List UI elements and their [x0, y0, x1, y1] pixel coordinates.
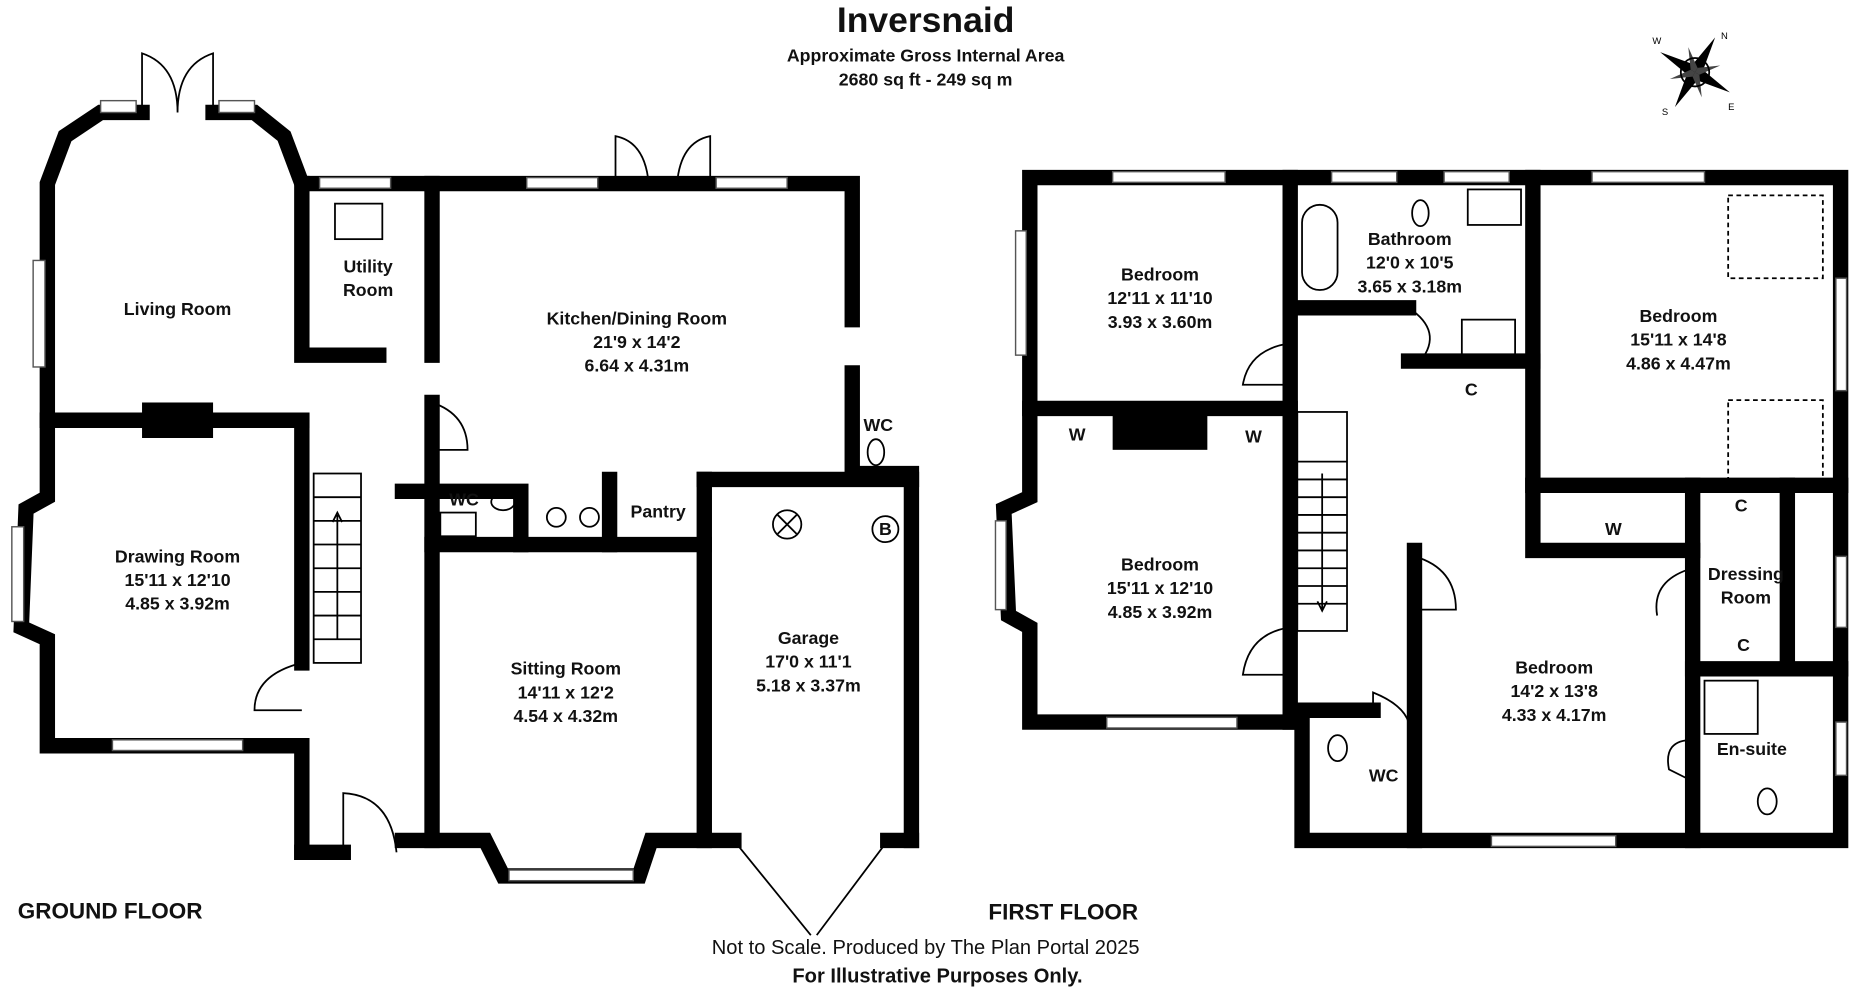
drawing-room-label: Drawing Room [115, 546, 240, 566]
bathroom-imperial: 12'0 x 10'5 [1366, 253, 1454, 273]
bedroom-4-label: Bedroom [1515, 658, 1593, 678]
living-room-label: Living Room [124, 299, 231, 319]
compass-w: W [1652, 36, 1661, 47]
bedroom-4-imperial: 14'2 x 13'8 [1510, 681, 1598, 701]
bedroom-4-metric: 4.33 x 4.17m [1502, 705, 1607, 725]
cupboard-label: C [1737, 635, 1750, 655]
pantry-label: Pantry [630, 501, 685, 521]
wc-label-first: WC [1369, 765, 1399, 785]
bedroom-2-label: Bedroom [1639, 306, 1717, 326]
cupboard-label: C [1735, 495, 1748, 515]
utility-room-label-2: Room [343, 280, 393, 300]
cupboard-label: C [1465, 379, 1478, 399]
garage-label: Garage [778, 628, 839, 648]
utility-room-label: Utility [343, 256, 392, 276]
compass-s: S [1662, 107, 1668, 118]
sitting-room-imperial: 14'11 x 12'2 [518, 682, 614, 702]
garage-metric: 5.18 x 3.37m [756, 675, 861, 695]
footer-disclaimer: Not to Scale. Produced by The Plan Porta… [712, 937, 1140, 959]
stairs [312, 472, 362, 664]
wc-label-kitchen: WC [863, 415, 893, 435]
drawing-room-imperial: 15'11 x 12'10 [124, 570, 230, 590]
wardrobe-label: W [1069, 424, 1086, 444]
dressing-room-label-2: Room [1721, 588, 1771, 608]
footer-illustrative: For Illustrative Purposes Only. [792, 965, 1082, 987]
bedroom-2-metric: 4.86 x 4.47m [1626, 353, 1731, 373]
compass-icon: N E S W [1652, 31, 1734, 118]
bedroom-1-metric: 3.93 x 3.60m [1108, 312, 1213, 332]
bedroom-1-imperial: 12'11 x 11'10 [1107, 288, 1212, 308]
kitchen-imperial: 21'9 x 14'2 [593, 332, 681, 352]
compass-n: N [1721, 31, 1728, 42]
stairs [1296, 411, 1348, 632]
sitting-room-metric: 4.54 x 4.32m [513, 706, 618, 726]
ground-floor-label: GROUND FLOOR [18, 899, 203, 924]
ground-floor-windows [11, 52, 900, 936]
first-floor-windows [994, 170, 1848, 848]
bedroom-2-imperial: 15'11 x 14'8 [1630, 330, 1726, 350]
area-value: 2680 sq ft - 249 sq m [839, 69, 1013, 89]
first-floor-label: FIRST FLOOR [988, 900, 1138, 925]
area-caption: Approximate Gross Internal Area [787, 46, 1065, 66]
bathroom-label: Bathroom [1368, 229, 1452, 249]
garage-imperial: 17'0 x 11'1 [765, 652, 852, 672]
wc-label-hall: WC [449, 489, 479, 509]
sitting-room-label: Sitting Room [511, 659, 621, 679]
dressing-room-label: Dressing [1708, 564, 1784, 584]
bedroom-3-metric: 4.85 x 3.92m [1108, 602, 1213, 622]
drawing-room-metric: 4.85 x 3.92m [125, 594, 230, 614]
en-suite-label: En-suite [1717, 739, 1787, 759]
wardrobe-label: W [1245, 427, 1262, 447]
compass-e: E [1728, 102, 1734, 113]
boiler-label: B [879, 519, 892, 539]
bedroom-3-label: Bedroom [1121, 555, 1199, 575]
bedroom-1-label: Bedroom [1121, 265, 1199, 285]
kitchen-metric: 6.64 x 4.31m [585, 356, 690, 376]
bedroom-3-imperial: 15'11 x 12'10 [1107, 578, 1213, 598]
first-floor-walls [995, 169, 1849, 849]
bathroom-metric: 3.65 x 3.18m [1357, 276, 1462, 296]
kitchen-label: Kitchen/Dining Room [547, 308, 727, 328]
plan-title: Inversnaid [837, 0, 1015, 40]
wardrobe-label: W [1605, 519, 1622, 539]
